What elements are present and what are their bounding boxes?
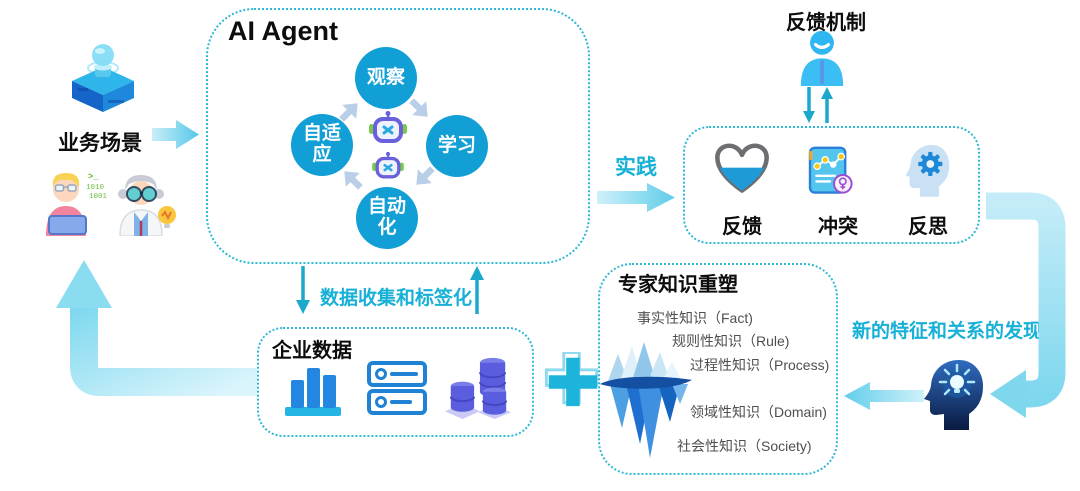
capability-label: 学习 xyxy=(437,134,476,156)
flow-arrow-practice xyxy=(597,183,675,212)
evaluation-item-label: 冲突 xyxy=(818,216,858,238)
code-glyph: 1010 xyxy=(86,184,105,192)
knowledge-level: 规则性知识（Rule) xyxy=(672,333,790,349)
arrow-feedback-up xyxy=(821,87,833,123)
rotation-arrow-ne-icon xyxy=(339,103,358,122)
arrow-feedback-down xyxy=(803,87,815,123)
arrow-data-down xyxy=(296,266,310,314)
practice-label: 实践 xyxy=(615,156,657,179)
conflict-report-icon xyxy=(808,146,853,194)
capability-learn: 学习 xyxy=(426,115,488,177)
arrow-business-to-agent xyxy=(152,120,199,149)
arrow-discovery-to-knowledge xyxy=(844,382,924,410)
enterprise-data-title: 企业数据 xyxy=(272,340,352,362)
plus-icon xyxy=(544,352,599,407)
ai-agent-title: AI Agent xyxy=(228,16,338,46)
knowledge-level: 过程性知识（Process) xyxy=(690,357,830,373)
capability-label: 观察 xyxy=(366,66,405,88)
code-glyph: 1001 xyxy=(89,193,108,201)
server-icon xyxy=(367,361,427,415)
person-icon xyxy=(800,30,844,86)
knowledge-level: 社会性知识（Society) xyxy=(677,438,812,454)
discovery-label: 新的特征和关系的发现 xyxy=(852,321,1043,342)
iceberg-icon xyxy=(600,342,692,458)
doctor-icon xyxy=(118,175,176,236)
expert-knowledge-title: 专家知识重塑 xyxy=(618,274,738,296)
arrow-loop-return xyxy=(56,260,257,396)
capability-automation: 自动化 xyxy=(356,187,418,249)
head-gear-icon xyxy=(905,145,950,197)
rotation-arrow-nw-icon xyxy=(344,171,363,190)
knowledge-level: 领域性知识（Domain) xyxy=(690,404,827,420)
evaluation-item-label: 反思 xyxy=(908,216,948,238)
bar-chart-icon xyxy=(285,368,341,416)
programmer-icon: >_ 1010 1001 xyxy=(46,172,108,236)
feedback-mechanism-title: 反馈机制 xyxy=(786,12,866,34)
rotation-arrow-sw-icon xyxy=(416,166,435,185)
capability-adaptive: 自适应 xyxy=(291,114,353,176)
code-glyph: >_ xyxy=(88,172,99,182)
arrow-data-up xyxy=(470,266,484,314)
arrow-feedback-to-discovery xyxy=(986,192,1066,418)
rotation-arrow-se-icon xyxy=(409,98,428,117)
evaluation-item-label: 反馈 xyxy=(722,216,762,238)
capability-label: 自动化 xyxy=(367,196,406,238)
database-icon xyxy=(444,357,512,420)
idea-head-icon xyxy=(924,360,983,430)
business-scene-label: 业务场景 xyxy=(58,132,142,155)
data-collection-label: 数据收集和标签化 xyxy=(320,288,473,309)
robot-icon xyxy=(372,151,404,179)
capability-label: 自适应 xyxy=(302,123,341,165)
heart-gauge-icon xyxy=(715,143,769,193)
hologram-projector-icon xyxy=(72,44,134,112)
knowledge-level: 事实性知识（Fact) xyxy=(637,310,753,326)
capability-observe: 观察 xyxy=(355,47,417,109)
robot-icon xyxy=(369,111,407,143)
